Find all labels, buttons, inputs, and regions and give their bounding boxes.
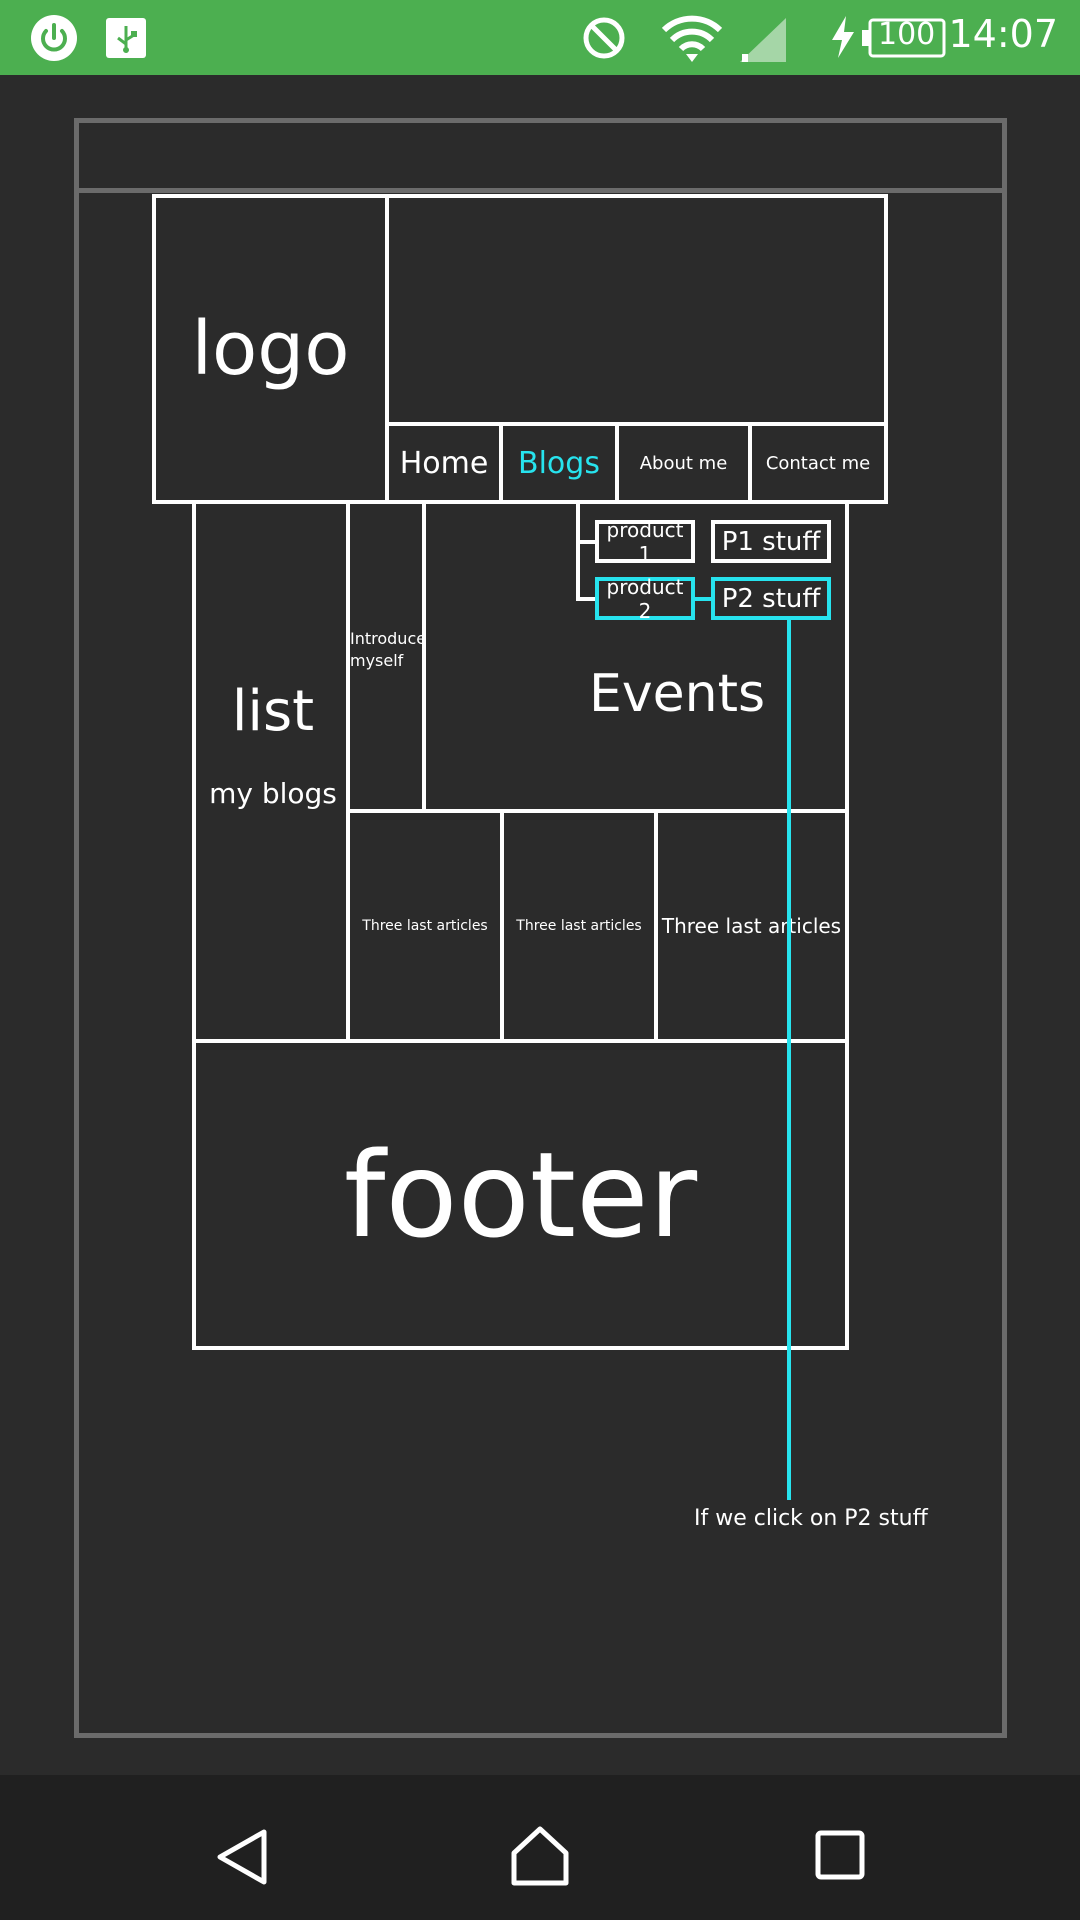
events-label: Events [589, 664, 766, 724]
dropdown-connector [576, 500, 580, 601]
annotation-label: If we click on P2 stuff [694, 1506, 928, 1531]
battery-icon [862, 18, 946, 62]
annotation-line [787, 620, 791, 1500]
wifi-icon [661, 14, 723, 68]
recents-icon[interactable] [814, 1829, 866, 1885]
signal-icon [740, 18, 786, 66]
logo-label: logo [191, 306, 350, 392]
dropdown-p1-stuff[interactable]: P1 stuff [711, 520, 831, 563]
blog-list-panel: list my blogs [192, 500, 350, 1043]
footer-panel: footer [192, 1039, 849, 1350]
dropdown-p1-stuff-label: P1 stuff [721, 526, 821, 557]
logo-box: logo [152, 194, 389, 504]
introduce-panel: Introduce myself [346, 500, 426, 813]
nav-home-label: Home [399, 445, 489, 481]
dropdown-connector [576, 540, 598, 544]
do-not-disturb-icon [582, 16, 626, 64]
status-bar: 100 14:07 [0, 0, 1080, 75]
dropdown-connector [692, 597, 712, 601]
introduce-label: Introduce myself [350, 629, 427, 670]
article-card[interactable]: Three last articles [346, 809, 504, 1043]
dropdown-connector [576, 597, 598, 601]
back-icon[interactable] [214, 1828, 270, 1890]
dropdown-product-2[interactable]: product 2 [595, 574, 695, 623]
nav-home[interactable]: Home [385, 422, 503, 504]
dropdown-p2-stuff-label: P2 stuff [721, 583, 821, 614]
dropdown-product-1-label: product 1 [606, 517, 684, 566]
clock: 14:07 [948, 12, 1058, 56]
browser-toolbar-divider [74, 188, 1007, 193]
nav-about-label: About me [639, 452, 728, 474]
home-icon[interactable] [508, 1825, 572, 1891]
article-label: Three last articles [661, 914, 842, 938]
nav-about[interactable]: About me [615, 422, 752, 504]
blog-list-title: list [231, 679, 315, 744]
battery-level: 100 [878, 17, 936, 52]
article-label: Three last articles [362, 918, 488, 934]
navigation-bar [0, 1775, 1080, 1920]
charging-icon [830, 16, 856, 62]
power-icon [30, 14, 78, 66]
nav-blogs[interactable]: Blogs [499, 422, 619, 504]
article-card[interactable]: Three last articles [654, 809, 849, 1043]
dropdown-product-1[interactable]: product 1 [595, 517, 695, 566]
dropdown-p2-stuff[interactable]: P2 stuff [711, 577, 831, 620]
nav-contact[interactable]: Contact me [748, 422, 888, 504]
article-label: Three last articles [516, 918, 642, 934]
article-card[interactable]: Three last articles [500, 809, 658, 1043]
browser-frame [74, 118, 1007, 1738]
nav-blogs-label: Blogs [518, 445, 600, 481]
nav-contact-label: Contact me [765, 452, 871, 474]
usb-icon [106, 18, 146, 62]
blog-list-subtitle: my blogs [209, 777, 337, 810]
dropdown-product-2-label: product 2 [606, 574, 684, 623]
footer-label: footer [343, 1125, 698, 1264]
